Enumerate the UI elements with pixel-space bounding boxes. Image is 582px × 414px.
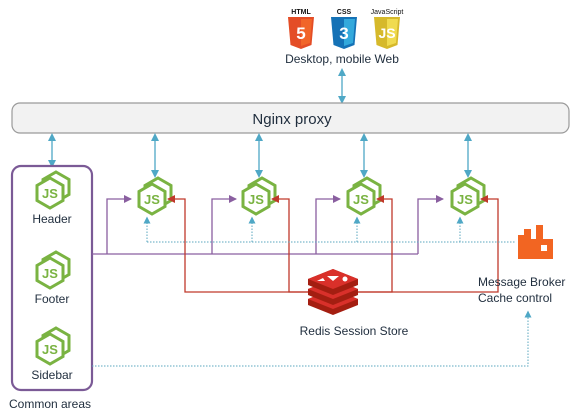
html5-icon: HTML 5: [288, 9, 314, 49]
frontend-label: Desktop, mobile Web: [285, 52, 399, 66]
html5-caption: HTML: [291, 9, 311, 16]
common-to-services-connectors: [92, 195, 444, 255]
css3-caption: CSS: [337, 9, 352, 16]
common-sidebar-node: Sidebar: [31, 328, 73, 382]
service-2-node: [243, 178, 275, 214]
message-broker-label: Message Broker: [478, 275, 565, 289]
redis-to-services-connectors: [167, 195, 499, 293]
common-item-header: Header: [32, 212, 71, 226]
redis-label: Redis Session Store: [300, 324, 409, 338]
common-item-footer: Footer: [35, 292, 70, 306]
service-3-node: [348, 178, 380, 214]
service-1-node: [139, 178, 171, 214]
css3-icon: CSS 3: [331, 9, 357, 49]
javascript-icon: JavaScript JS: [371, 9, 404, 49]
sidebar-to-broker-connector: [92, 310, 532, 367]
common-item-sidebar: Sidebar: [31, 368, 72, 382]
broker-to-services-connectors: [143, 216, 515, 243]
common-areas-title: Common areas: [9, 397, 91, 411]
service-4-node: [452, 178, 484, 214]
common-header-node: Header: [32, 172, 72, 226]
cache-control-label: Cache control: [478, 291, 552, 305]
nginx-proxy-bar: Nginx proxy: [11, 102, 570, 134]
javascript-caption: JavaScript: [371, 9, 404, 16]
rabbitmq-icon: [518, 225, 553, 259]
css3-number: 3: [339, 24, 348, 43]
html5-number: 5: [296, 24, 305, 43]
javascript-number: JS: [378, 25, 395, 41]
common-footer-node: Footer: [35, 252, 70, 306]
redis-icon: [308, 269, 358, 315]
proxy-label: Nginx proxy: [252, 111, 332, 128]
